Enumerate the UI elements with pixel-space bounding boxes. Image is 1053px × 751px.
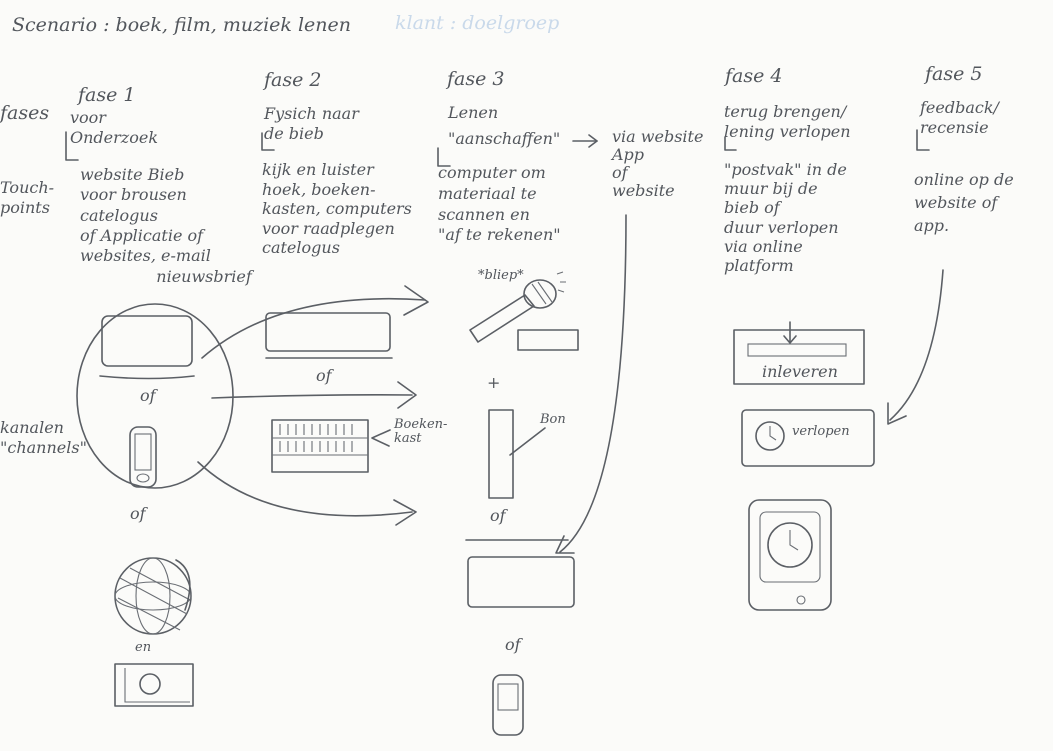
globe-icon bbox=[114, 557, 192, 635]
arrow-feedback bbox=[889, 269, 944, 421]
fase5-subtitle: feedback/ recensie bbox=[920, 98, 999, 137]
label-plus: + bbox=[487, 373, 501, 392]
label-of-4: of bbox=[490, 506, 506, 525]
fase4-description: "postvak" in de muur bij de bieb of duur… bbox=[724, 160, 847, 275]
label-inleveren: inleveren bbox=[762, 362, 838, 381]
fase2-heading: fase 2 bbox=[264, 69, 322, 91]
arrow-to-fase2 bbox=[201, 297, 426, 359]
phone-icon bbox=[129, 426, 157, 488]
label-of-2: of bbox=[130, 504, 146, 523]
fase3-subtitle: Lenen "aanschaffen" bbox=[448, 103, 561, 148]
label-of-1: of bbox=[140, 386, 156, 405]
email-at-icon bbox=[114, 663, 194, 707]
fase1-description: website Bieb voor brousen catelogus of A… bbox=[80, 165, 252, 286]
label-of-3: of bbox=[316, 366, 332, 385]
arrow-via-to-printer bbox=[559, 214, 627, 553]
label-touchpoints: Touch- points bbox=[0, 178, 55, 217]
kiosk-monitor-icon bbox=[265, 312, 393, 359]
bracket-fase2 bbox=[261, 132, 275, 151]
fase3-heading: fase 3 bbox=[447, 68, 505, 90]
fase2-subtitle: Fysich naar de bieb bbox=[264, 104, 359, 143]
fase4-subtitle: terug brengen/ lening verlopen bbox=[724, 102, 851, 141]
printer-icon bbox=[465, 539, 575, 608]
bracket-fase4 bbox=[724, 136, 737, 151]
fase5-description: online op de website of app. bbox=[914, 170, 1014, 236]
label-fases: fases bbox=[0, 102, 50, 124]
via-app-note: via website App of website bbox=[612, 127, 704, 200]
fase1-heading: fase 1 bbox=[78, 84, 136, 106]
label-bon: Bon bbox=[540, 412, 566, 427]
fase3-description: computer om materiaal te scannen en "af … bbox=[438, 163, 561, 245]
return-slot-icon bbox=[733, 321, 865, 385]
label-bliep: *bliep* bbox=[478, 268, 524, 283]
fase2-description: kijk en luister hoek, boeken- kasten, co… bbox=[262, 160, 412, 258]
fase4-heading: fase 4 bbox=[725, 65, 783, 87]
channel-circle bbox=[76, 303, 234, 489]
label-kanalen: kanalen "channels" bbox=[0, 418, 87, 457]
bookshelf-icon bbox=[271, 419, 391, 473]
label-boekenkast: Boeken- kast bbox=[394, 417, 448, 447]
scenario-faint-note: klant : doelgroep bbox=[395, 12, 560, 34]
bracket-fase5 bbox=[916, 129, 930, 151]
handheld-scanner-icon bbox=[492, 674, 524, 736]
fase1-subtitle: voor Onderzoek bbox=[70, 108, 159, 147]
fase5-heading: fase 5 bbox=[925, 63, 983, 85]
bracket-fase3 bbox=[437, 147, 451, 167]
scenario-title: Scenario : boek, film, muziek lenen bbox=[12, 14, 352, 36]
scanner-icon bbox=[469, 271, 579, 351]
label-en: en bbox=[135, 640, 152, 655]
bracket-fase1 bbox=[65, 131, 79, 161]
receipt-icon bbox=[488, 409, 546, 499]
label-of-5: of bbox=[505, 635, 521, 654]
tablet-icon bbox=[748, 499, 832, 611]
expired-panel bbox=[741, 409, 875, 467]
label-verlopen: verlopen bbox=[792, 424, 850, 439]
arrow-to-fase3-of bbox=[197, 461, 413, 517]
arrow-to-bookshelf bbox=[211, 394, 413, 399]
monitor-icon bbox=[99, 315, 195, 380]
